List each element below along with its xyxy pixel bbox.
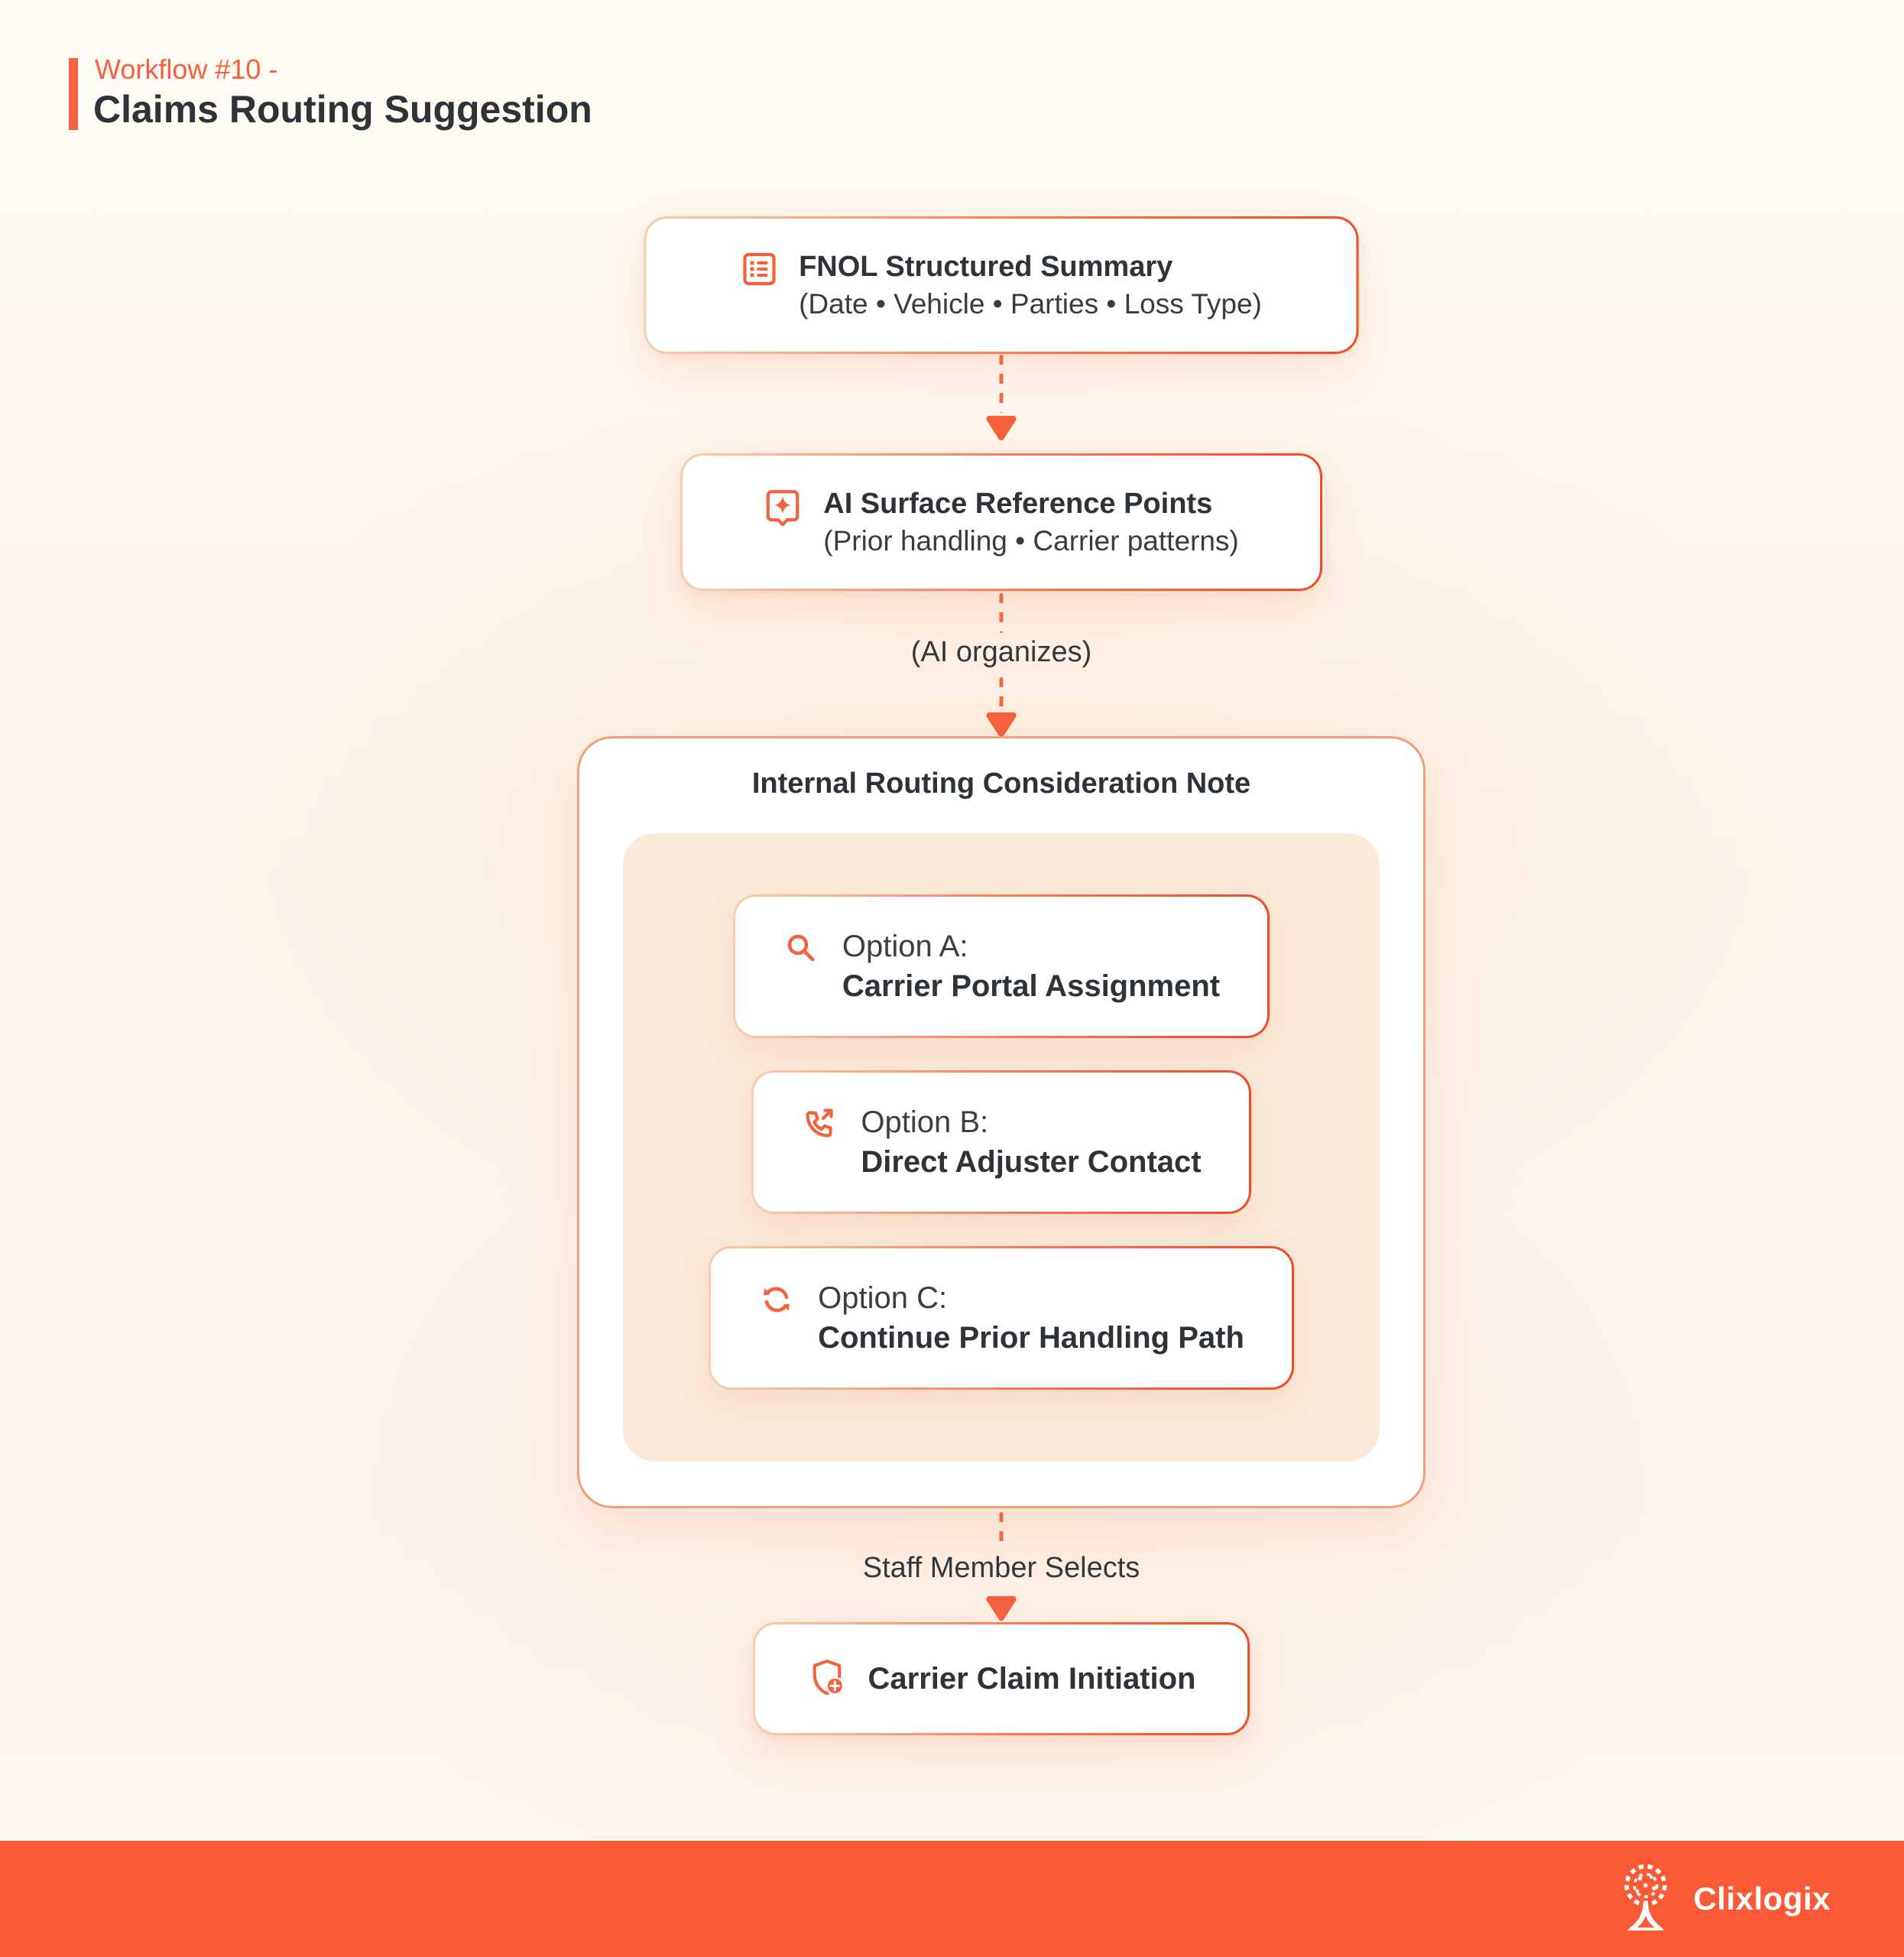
node-fnol-subtitle: (Date • Vehicle • Parties • Loss Type): [799, 287, 1262, 320]
node-carrier-claim-initiation: Carrier Claim Initiation: [753, 1622, 1250, 1735]
option-c-card: Option C: Continue Prior Handling Path: [709, 1246, 1294, 1390]
connector-dashed-line: [999, 677, 1004, 711]
node-ai-title: AI Surface Reference Points: [823, 487, 1213, 520]
list-details-icon: [741, 251, 777, 291]
connector-dashed-line: [999, 355, 1004, 413]
option-a-card: Option A: Carrier Portal Assignment: [733, 894, 1270, 1038]
option-a-label: Option A:: [842, 930, 968, 963]
arrow-down-icon: [986, 1595, 1017, 1621]
connector-dashed-line: [999, 593, 1004, 633]
shield-plus-icon: [807, 1657, 847, 1701]
arrow-down-icon: [986, 712, 1017, 738]
routing-container-title: Internal Routing Consideration Note: [751, 768, 1251, 800]
arrow-down-icon: [986, 415, 1017, 441]
node-fnol-summary: FNOL Structured Summary (Date • Vehicle …: [644, 216, 1359, 354]
refresh-icon: [758, 1281, 795, 1322]
phone-outgoing-icon: [801, 1105, 838, 1146]
option-c-title: Continue Prior Handling Path: [818, 1321, 1244, 1355]
options-panel: Option A: Carrier Portal Assignment Opti…: [623, 833, 1380, 1462]
routing-consideration-container: Internal Routing Consideration Note Opti…: [577, 736, 1426, 1508]
node-ai-subtitle: (Prior handling • Carrier patterns): [823, 524, 1239, 557]
connector-label-staff-selects: Staff Member Selects: [862, 1552, 1140, 1584]
footer-bar: Clixlogix: [0, 1841, 1904, 1957]
option-b-title: Direct Adjuster Contact: [861, 1145, 1202, 1179]
option-a-title: Carrier Portal Assignment: [842, 969, 1221, 1003]
option-b-label: Option B:: [861, 1105, 989, 1139]
connector-label-ai-organizes: (AI organizes): [910, 636, 1092, 668]
brand-name: Clixlogix: [1693, 1881, 1831, 1916]
tree-logo-icon: [1610, 1860, 1681, 1939]
final-node-title: Carrier Claim Initiation: [868, 1661, 1196, 1696]
connector-dashed-line: [999, 1512, 1004, 1549]
option-b-card: Option B: Direct Adjuster Contact: [751, 1070, 1250, 1214]
node-ai-reference-points: AI Surface Reference Points (Prior handl…: [680, 453, 1322, 591]
brand-logo: Clixlogix: [1610, 1841, 1831, 1957]
workflow-number-label: Workflow #10 -: [95, 54, 278, 85]
ai-sparkle-badge-icon: [764, 488, 802, 531]
page-title: Claims Routing Suggestion: [93, 88, 592, 131]
option-c-label: Option C:: [818, 1281, 948, 1315]
search-icon: [783, 930, 819, 970]
header-accent-bar: [69, 58, 78, 130]
node-fnol-title: FNOL Structured Summary: [799, 250, 1173, 283]
